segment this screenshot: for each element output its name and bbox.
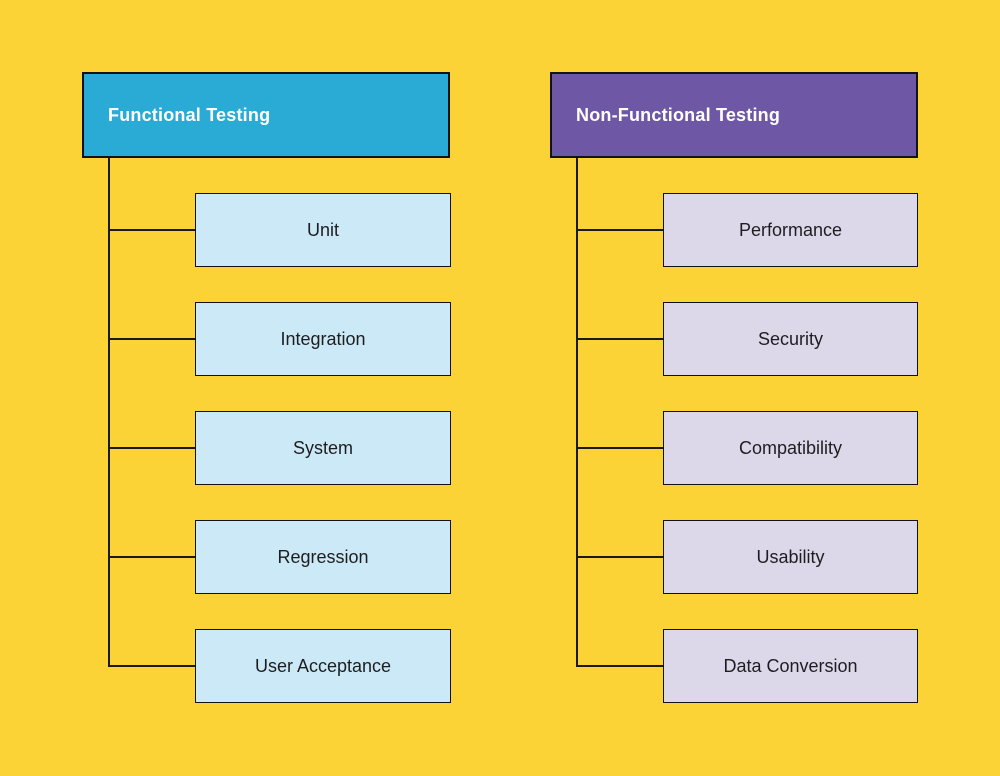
node-regression-label: Regression: [277, 546, 369, 567]
node-system-label: System: [292, 437, 353, 458]
non-functional-branch-line: [576, 447, 663, 449]
node-unit-label: Unit: [306, 219, 339, 240]
non-functional-branch-line: [576, 665, 663, 667]
node-performance: Performance: [663, 193, 918, 267]
node-unit: Unit: [195, 193, 451, 267]
node-security: Security: [663, 302, 918, 376]
node-data-conversion: Data Conversion: [663, 629, 918, 703]
node-compatibility-label: Compatibility: [738, 437, 843, 458]
node-integration: Integration: [195, 302, 451, 376]
functional-branch-line: [108, 556, 195, 558]
node-security-label: Security: [757, 328, 824, 349]
functional-branch-line: [108, 229, 195, 231]
non-functional-branch-line: [576, 229, 663, 231]
non-functional-testing-header-label: Non-Functional Testing: [576, 104, 781, 125]
node-integration-label: Integration: [280, 328, 366, 349]
non-functional-branch-line: [576, 556, 663, 558]
functional-testing-header: Functional Testing: [82, 72, 450, 158]
non-functional-branch-line: [576, 338, 663, 340]
functional-testing-header-label: Functional Testing: [108, 104, 271, 125]
functional-branch-line: [108, 665, 195, 667]
non-functional-tree-trunk-line: [576, 158, 578, 666]
node-data-conversion-label: Data Conversion: [723, 655, 858, 676]
node-usability: Usability: [663, 520, 918, 594]
node-compatibility: Compatibility: [663, 411, 918, 485]
node-regression: Regression: [195, 520, 451, 594]
functional-branch-line: [108, 447, 195, 449]
node-user-acceptance: User Acceptance: [195, 629, 451, 703]
functional-branch-line: [108, 338, 195, 340]
node-user-acceptance-label: User Acceptance: [254, 655, 392, 676]
node-performance-label: Performance: [738, 219, 843, 240]
node-system: System: [195, 411, 451, 485]
node-usability-label: Usability: [756, 546, 825, 567]
functional-tree-trunk-line: [108, 158, 110, 666]
non-functional-testing-header: Non-Functional Testing: [550, 72, 918, 158]
